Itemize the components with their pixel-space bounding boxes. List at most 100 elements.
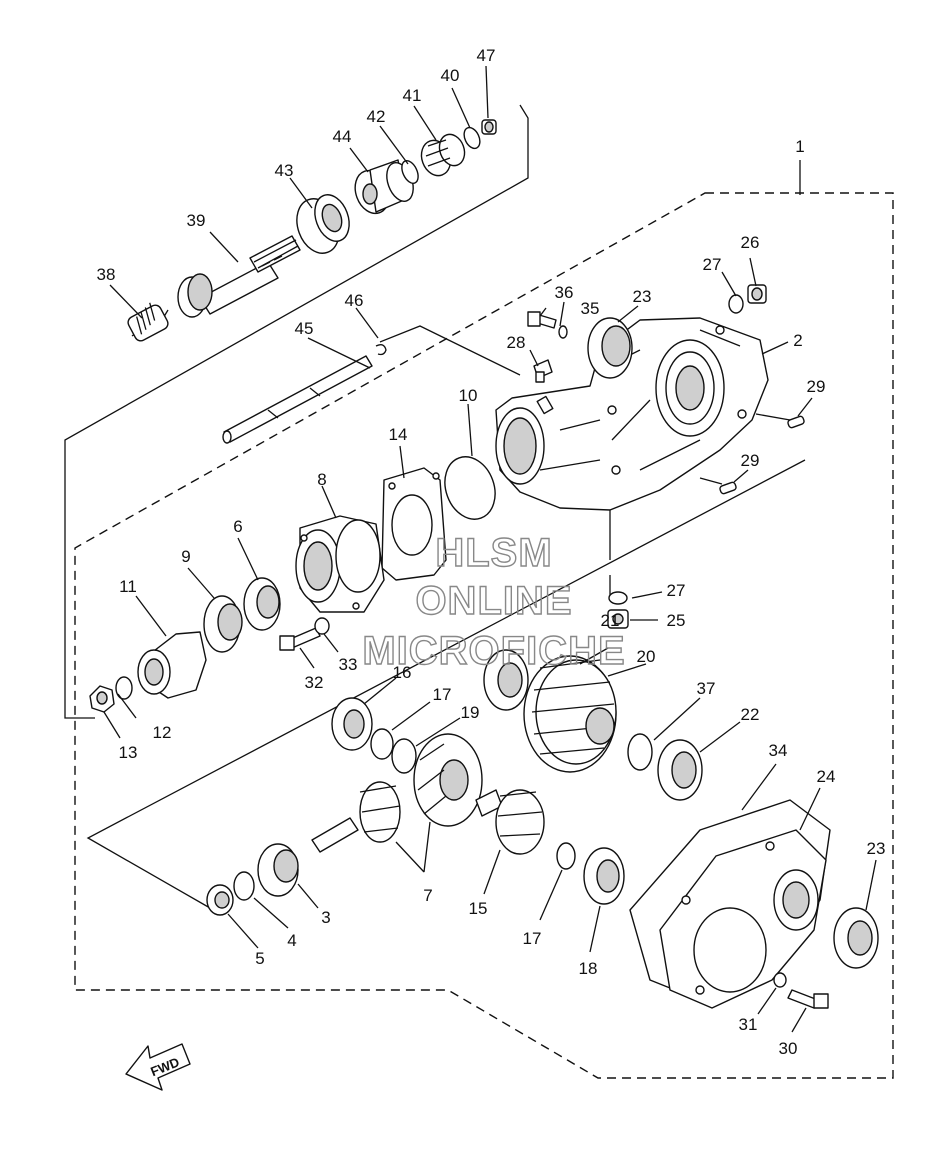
callout-6: 6: [233, 517, 242, 536]
housing-bracket: [86, 459, 806, 909]
callout-leaders: [103, 65, 877, 1033]
callout-35: 35: [581, 299, 600, 318]
callout-labels: 1 2 3 4 5 6 7 8 9 10 11 12 13 14 15 16 1…: [97, 46, 886, 1058]
callout-22: 22: [741, 705, 760, 724]
dowel-pin-29-right: [787, 415, 805, 429]
callout-23-bottom: 23: [867, 839, 886, 858]
callout-33: 33: [339, 655, 358, 674]
washer-12: [115, 676, 133, 700]
dowel-pin-29-lower: [719, 481, 737, 495]
nut-13: [89, 685, 115, 713]
callout-45: 45: [295, 319, 314, 338]
coupling-11: [137, 631, 207, 699]
callout-21: 21: [601, 611, 620, 630]
hub-44: [354, 159, 414, 215]
callout-20: 20: [637, 647, 656, 666]
callout-26: 26: [741, 233, 760, 252]
bearing-housing-8: [295, 515, 385, 613]
rod-leader: [379, 325, 521, 376]
callout-15: 15: [469, 899, 488, 918]
shim-37: [627, 733, 653, 771]
callout-5: 5: [255, 949, 264, 968]
callout-39: 39: [187, 211, 206, 230]
callout-34: 34: [769, 741, 788, 760]
callout-2: 2: [793, 331, 802, 350]
shim-17-lower: [556, 842, 576, 870]
washer-27-top: [728, 294, 744, 314]
bolt-36: [527, 311, 557, 329]
callout-9: 9: [181, 547, 190, 566]
callout-37: 37: [697, 679, 716, 698]
gear-case-2: [495, 317, 769, 511]
callout-8: 8: [317, 470, 326, 489]
clip-46: [375, 344, 387, 356]
bearing-16: [331, 697, 373, 751]
pinion-shaft-15: [475, 789, 545, 855]
oil-seal-5: [206, 884, 234, 916]
washer-31: [773, 972, 787, 988]
callout-18: 18: [579, 959, 598, 978]
oil-seal-23-bottom: [833, 907, 879, 969]
callout-13: 13: [119, 743, 138, 762]
gear-20: [523, 655, 617, 773]
oil-seal-23-top: [587, 317, 633, 379]
callout-29-right: 29: [807, 377, 826, 396]
callout-19: 19: [461, 703, 480, 722]
callout-41: 41: [403, 86, 422, 105]
callout-44: 44: [333, 127, 352, 146]
callout-3: 3: [321, 908, 330, 927]
shim-4: [233, 871, 255, 901]
callout-1: 1: [795, 137, 804, 156]
gasket-14: [381, 467, 447, 581]
assembly-1-dashed-border: [74, 192, 894, 1079]
callout-11: 11: [119, 577, 137, 596]
washer-27-lower: [608, 591, 628, 605]
watermark-line-3: MICROFICHE: [362, 629, 625, 673]
gear-case-cover-24: [659, 829, 827, 1009]
circlip-42: [401, 160, 419, 184]
bolt-28: [533, 359, 553, 383]
o-ring-10: [444, 456, 496, 520]
callout-42: 42: [367, 107, 386, 126]
callout-27-lower: 27: [667, 581, 686, 600]
callout-31: 31: [739, 1015, 758, 1034]
callout-30: 30: [779, 1039, 798, 1058]
callout-10: 10: [459, 386, 478, 405]
bearing-21: [483, 649, 529, 711]
shim-19: [391, 738, 417, 774]
callout-16: 16: [393, 663, 412, 682]
callout-38: 38: [97, 265, 116, 284]
bolt-30: [787, 989, 829, 1009]
plug-47: [481, 119, 497, 135]
watermark-line-2: ONLINE: [415, 579, 572, 623]
callout-12: 12: [153, 723, 172, 742]
pinion-7: [311, 781, 401, 853]
shim-17-upper: [370, 728, 394, 760]
shaft-group-bracket: [64, 104, 529, 719]
washer-35: [558, 325, 568, 339]
plug-25: [607, 609, 629, 629]
bearing-3: [257, 843, 299, 897]
callout-47: 47: [477, 46, 496, 65]
callout-23-top: 23: [633, 287, 652, 306]
bevel-gear-7-crown: [413, 733, 483, 827]
needle-bearing-41: [420, 133, 466, 177]
callout-27-top: 27: [703, 255, 722, 274]
callout-40: 40: [441, 66, 460, 85]
bolt-32: [279, 627, 321, 651]
callout-32: 32: [305, 673, 324, 692]
bearing-22: [657, 739, 703, 801]
callout-25: 25: [667, 611, 686, 630]
callout-46: 46: [345, 291, 364, 310]
callout-24: 24: [817, 767, 836, 786]
rod-45: [222, 355, 373, 444]
callout-17-upper: 17: [433, 685, 452, 704]
callout-4: 4: [287, 931, 296, 950]
callout-17-lower: 17: [523, 929, 542, 948]
plug-26: [747, 284, 767, 304]
drive-shaft-39: [177, 235, 301, 318]
callout-28: 28: [507, 333, 526, 352]
callout-14: 14: [389, 425, 408, 444]
bearing-18: [583, 847, 625, 905]
callout-29-lower: 29: [741, 451, 760, 470]
